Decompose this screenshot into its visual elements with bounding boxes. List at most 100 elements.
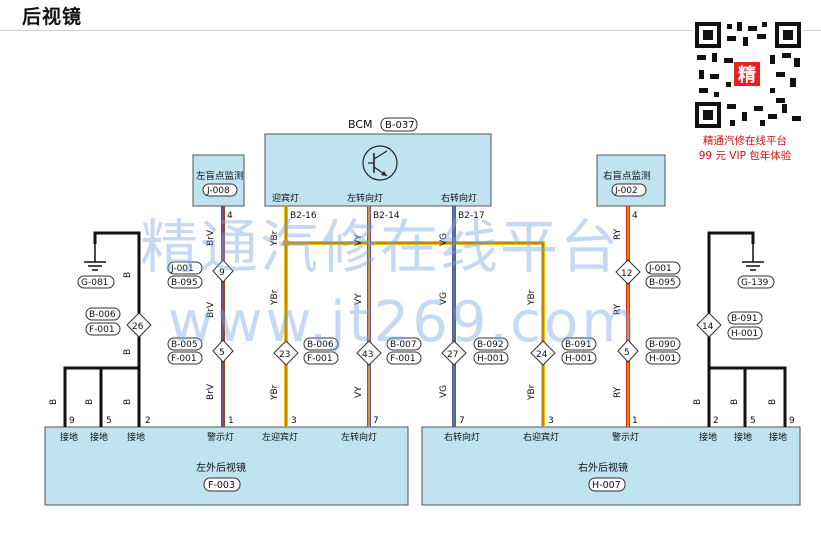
left-mirror-pin-label: 左转向灯 [341, 431, 377, 443]
connector-code: B-095 [649, 278, 676, 288]
left-monitor-code: J-008 [206, 186, 230, 196]
splice-point [282, 239, 290, 247]
pin-number: 5 [750, 416, 756, 426]
wire-code: B [85, 399, 95, 405]
connector-code: F-001 [89, 325, 115, 335]
connector-codes: J-001 B-095 B-005 F-001 B-006 F-001 B-00… [85, 261, 763, 365]
wire-code: RY [613, 303, 623, 315]
pin-numbers: B2-16 B2-14 B2-17 4 4 9 5 2 1 3 7 7 3 1 … [69, 211, 795, 426]
promo-text: 精通汽修在线平台 99 元 VIP 包年体验 [672, 134, 818, 164]
pin-number: 4 [632, 211, 638, 221]
connector-code: F-001 [390, 354, 416, 364]
title-divider [0, 30, 821, 31]
wire-code: RY [613, 228, 623, 240]
wire-code: YBr [527, 384, 537, 401]
left-blind-spot-monitor: 左盲点监测 J-008 [192, 154, 245, 207]
promo-line-2: 99 元 VIP 包年体验 [698, 150, 792, 162]
qr-code: 精 [693, 20, 803, 130]
left-ground-wires [63, 231, 141, 427]
wire-code: B [693, 399, 703, 405]
connector-number: 5 [219, 348, 225, 358]
connector-code: H-001 [477, 354, 504, 364]
left-mirror-pin-label: 接地 [90, 431, 108, 443]
connector-code: B-005 [171, 340, 198, 350]
right-mirror-box: 右转向灯 右迎宾灯 警示灯 接地 接地 接地 右外后视镜 H-007 [421, 426, 801, 506]
connector-code: H-001 [649, 354, 676, 364]
transistor-icon [362, 145, 398, 181]
bcm-name: BCM [348, 118, 373, 131]
connector-code: B-092 [477, 340, 504, 350]
pin-number: 3 [291, 416, 297, 426]
connector-number: 26 [132, 322, 144, 332]
wire-code: YBr [270, 384, 280, 401]
connector-code: H-001 [731, 329, 758, 339]
right-mirror-pin-label: 右转向灯 [444, 431, 480, 443]
wire-code: YBr [527, 289, 537, 306]
right-monitor-name: 右盲点监测 [603, 170, 651, 182]
pin-number: 9 [789, 416, 795, 426]
connector-number: 27 [447, 350, 458, 360]
left-monitor-name: 左盲点监测 [196, 170, 244, 182]
wire-code: VG [439, 233, 449, 246]
bcm-module: BCM B-037 迎宾灯 左转向灯 右转向灯 [264, 117, 492, 207]
left-mirror-pin-label: 警示灯 [207, 431, 234, 443]
pin-number: 7 [459, 416, 465, 426]
connector-number: 14 [702, 322, 714, 332]
wire-code: BrV [206, 229, 216, 246]
connector-number: 9 [219, 268, 225, 278]
pin-number: 5 [106, 416, 112, 426]
connector-code: B-006 [89, 310, 116, 320]
pin-number: 4 [227, 211, 233, 221]
wire-code: RY [613, 386, 623, 398]
connector-number: 5 [624, 348, 630, 358]
pin-number: B2-17 [458, 211, 485, 221]
connector-code: B-006 [307, 340, 334, 350]
wire-code: BrV [206, 383, 216, 400]
right-mirror-pin-label: 接地 [699, 431, 717, 443]
pin-number: 2 [145, 416, 151, 426]
connector-diamond: 43 [356, 340, 382, 366]
promo-line-1: 精通汽修在线平台 [703, 135, 787, 147]
right-mirror-code: H-007 [592, 480, 621, 491]
left-mirror-pin-label: 接地 [60, 431, 78, 443]
right-monitor-code: J-002 [614, 186, 638, 196]
right-mirror-pin-label: 接地 [734, 431, 752, 443]
connector-number: 43 [362, 350, 373, 360]
connector-diamond: 24 [530, 340, 556, 366]
wire-code: B [123, 349, 133, 355]
left-mirror-pin-label: 接地 [127, 431, 145, 443]
wire-code: B [730, 399, 740, 405]
pin-number: B2-14 [373, 211, 400, 221]
connector-diamond: 9 [212, 259, 234, 283]
bcm-pin-label-right-turn: 右转向灯 [441, 192, 477, 204]
bcm-code: B-037 [385, 120, 415, 131]
left-mirror-pin-label: 左迎宾灯 [262, 431, 298, 443]
connector-diamond: 23 [273, 340, 299, 366]
bcm-pin-label-welcome: 迎宾灯 [272, 192, 299, 204]
right-mirror-name: 右外后视镜 [578, 461, 628, 474]
connector-code: J-001 [170, 264, 194, 274]
connector-code: F-001 [171, 354, 197, 364]
connector-number: 12 [621, 269, 632, 279]
connector-diamond: 5 [617, 339, 639, 363]
wire-color-codes: BrV BrV BrV YBr YBr YBr VY VY VY VG VG V… [49, 228, 778, 405]
pin-number: 3 [548, 416, 554, 426]
promo-badge: 精 [738, 64, 756, 86]
right-mirror-pin-label: 警示灯 [612, 431, 639, 443]
left-mirror-name: 左外后视镜 [196, 461, 246, 474]
pin-number: 2 [713, 416, 719, 426]
connector-diamond: 5 [212, 339, 234, 363]
pin-number: 7 [373, 416, 379, 426]
wire-code: VY [354, 234, 364, 246]
ground-code-right: G-139 [741, 278, 769, 288]
wire-code: VY [354, 293, 364, 305]
connector-code: B-095 [171, 278, 198, 288]
connector-code: B-090 [649, 340, 676, 350]
right-ground-wires [707, 231, 787, 427]
ground-symbol-right [742, 244, 764, 271]
connector-code: B-091 [565, 340, 592, 350]
wire-code: BrV [206, 301, 216, 318]
connector-diamond: 27 [441, 340, 467, 366]
right-blind-spot-monitor: 右盲点监测 J-002 [596, 154, 666, 207]
